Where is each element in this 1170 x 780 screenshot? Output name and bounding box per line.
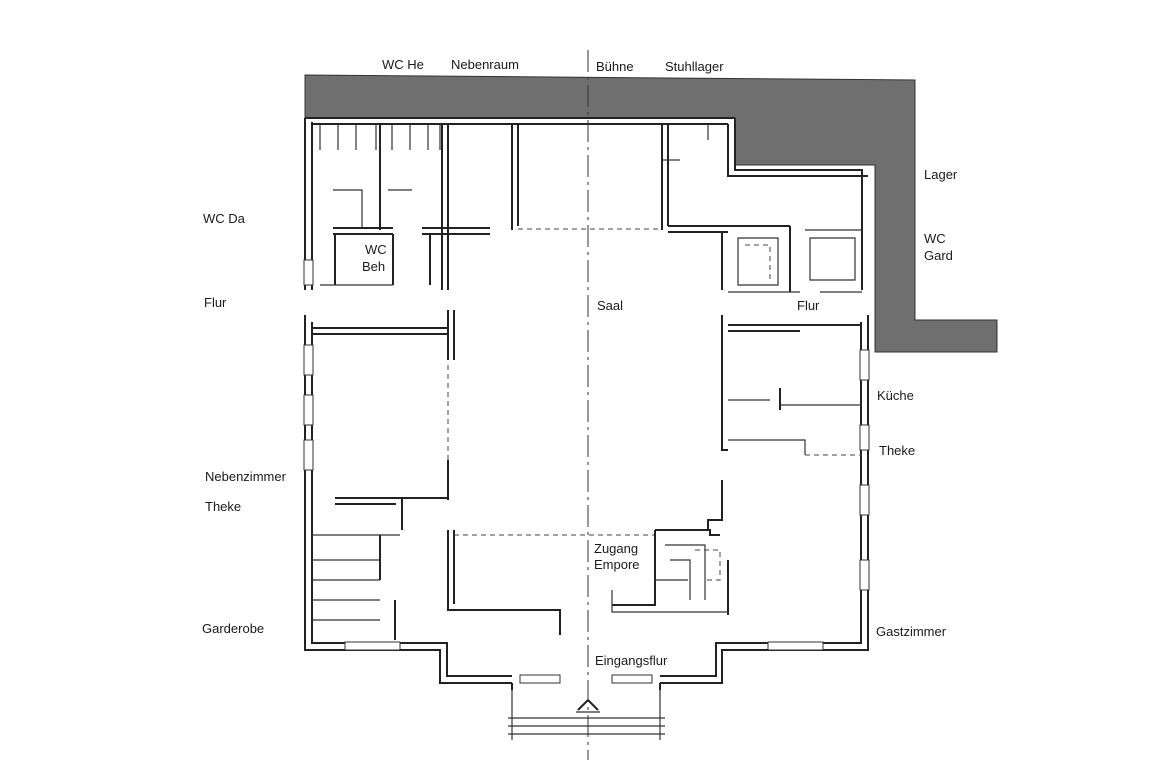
label-wc-da: WC Da: [203, 211, 245, 226]
label-stuhllager: Stuhllager: [665, 59, 724, 74]
kitchen-walls: [707, 315, 862, 530]
label-wc-beh-line2: Beh: [362, 259, 386, 274]
outer-walls: [304, 117, 869, 690]
windows: [303, 259, 870, 684]
wc-zone-walls: [319, 124, 490, 290]
label-theke-left: Theke: [205, 499, 242, 514]
label-saal: Saal: [597, 298, 624, 313]
label-empore: Empore: [594, 557, 640, 572]
label-nebenzimmer: Nebenzimmer: [205, 469, 286, 484]
label-flur-left: Flur: [204, 295, 227, 310]
stage-walls: [511, 124, 728, 290]
label-kueche: Küche: [877, 388, 914, 403]
label-wc-gard-line1: WC: [924, 231, 946, 246]
label-wc-beh-line1: WC: [365, 242, 387, 257]
label-nebenraum: Nebenraum: [451, 57, 519, 72]
hall-walls: [312, 310, 655, 640]
label-wc-he: WC He: [382, 57, 424, 72]
entrance-steps: [508, 690, 665, 740]
label-wc-gard-line2: Gard: [924, 248, 953, 263]
earth-retaining-band: [304, 74, 998, 353]
label-eingangsflur: Eingangsflur: [595, 653, 668, 668]
label-gastzimmer: Gastzimmer: [876, 624, 947, 639]
stair-walls: [611, 529, 729, 615]
label-buehne: Bühne: [596, 59, 634, 74]
label-flur-right: Flur: [797, 298, 820, 313]
wc-gard-walls: [728, 225, 862, 293]
label-garderobe: Garderobe: [202, 621, 265, 636]
label-zugang: Zugang: [594, 541, 639, 556]
label-lager: Lager: [924, 167, 958, 182]
label-theke-right: Theke: [879, 443, 916, 458]
